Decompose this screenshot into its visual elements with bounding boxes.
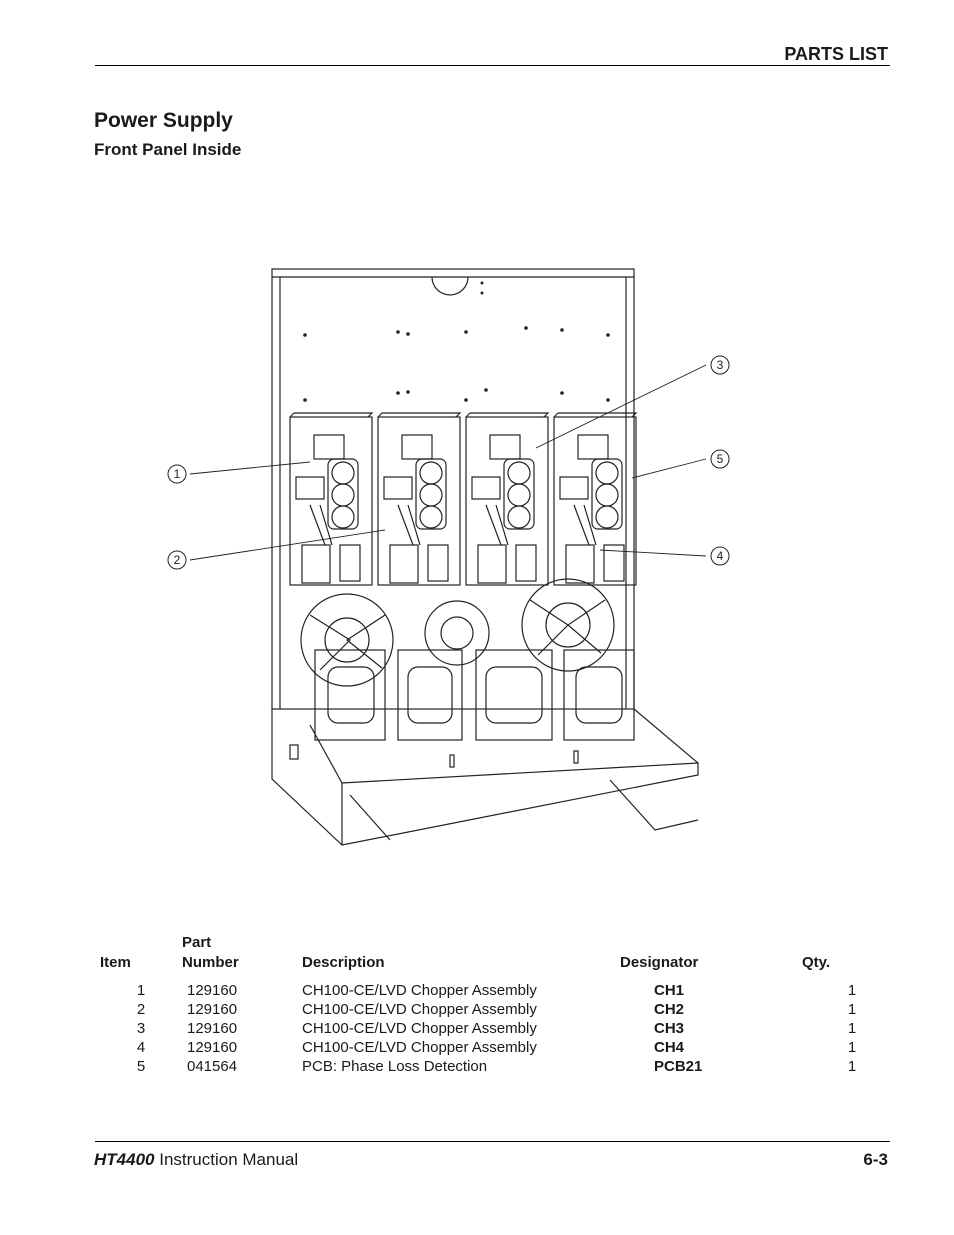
callout-leaders [189,364,707,561]
col-designator: Designator [620,954,699,971]
callout-2: 2 [174,553,181,567]
cell-qty: 1 [847,1039,857,1056]
callout-3: 3 [717,358,724,372]
back-panel [271,268,635,710]
col-part-number: Part Number [182,933,302,981]
col-qty: Qty. [802,954,831,971]
cooling-fans [300,578,615,687]
cabinet-base [271,708,699,846]
footer-model: HT4400 [94,1150,155,1169]
cell-designator: CH3 [654,1020,685,1037]
cell-qty: 1 [847,982,857,999]
table-header-row: Item Part Number Description Designator … [100,933,902,981]
col-description: Description [302,954,385,971]
cell-qty: 1 [847,1001,857,1018]
callout-4: 4 [717,549,724,563]
cell-description: CH100-CE/LVD Chopper Assembly [302,1020,537,1037]
table-row: 2 129160 CH100-CE/LVD Chopper Assembly C… [100,1000,902,1019]
header-section-label: PARTS LIST [784,44,888,64]
cell-designator: PCB21 [654,1058,703,1075]
chopper-modules [289,412,637,586]
cell-designator: CH1 [654,982,685,999]
page-subtitle: Front Panel Inside [94,140,242,159]
table-row: 1 129160 CH100-CE/LVD Chopper Assembly C… [100,981,902,1000]
col-part-label-bottom: Number [182,954,239,971]
cell-qty: 1 [847,1020,857,1037]
cell-description: CH100-CE/LVD Chopper Assembly [302,982,537,999]
front-panel-drawing: 1 2 3 5 4 [150,255,750,855]
cell-item: 1 [136,982,146,999]
page-title: Power Supply [94,109,233,132]
callout-markers [167,355,730,570]
footer-manual-title: HT4400 Instruction Manual [94,1150,298,1170]
cell-item: 4 [136,1039,146,1056]
table-row: 4 129160 CH100-CE/LVD Chopper Assembly C… [100,1038,902,1057]
cell-designator: CH2 [654,1001,685,1018]
cell-qty: 1 [847,1058,857,1075]
cell-description: PCB: Phase Loss Detection [302,1058,488,1075]
transformers [314,649,635,741]
cell-part: 129160 [187,982,238,999]
table-row: 3 129160 CH100-CE/LVD Chopper Assembly C… [100,1019,902,1038]
parts-table: Item Part Number Description Designator … [100,933,902,1076]
cell-part: 129160 [187,1020,238,1037]
cell-designator: CH4 [654,1039,685,1056]
col-part-label-top: Part [182,934,212,951]
cell-part: 129160 [187,1039,238,1056]
cell-part: 041564 [187,1058,238,1075]
footer-page-number: 6-3 [863,1150,888,1169]
cell-description: CH100-CE/LVD Chopper Assembly [302,1001,537,1018]
cell-item: 5 [136,1058,146,1075]
cell-part: 129160 [187,1001,238,1018]
footer-manual: Instruction Manual [159,1150,299,1169]
callout-5: 5 [717,452,724,466]
cell-description: CH100-CE/LVD Chopper Assembly [302,1039,537,1056]
table-row: 5 041564 PCB: Phase Loss Detection PCB21… [100,1057,902,1076]
cell-item: 2 [136,1001,146,1018]
footer-rule [95,1141,890,1142]
cell-item: 3 [136,1020,146,1037]
callout-1: 1 [174,467,181,481]
col-item: Item [100,954,131,971]
header-rule [95,65,890,66]
